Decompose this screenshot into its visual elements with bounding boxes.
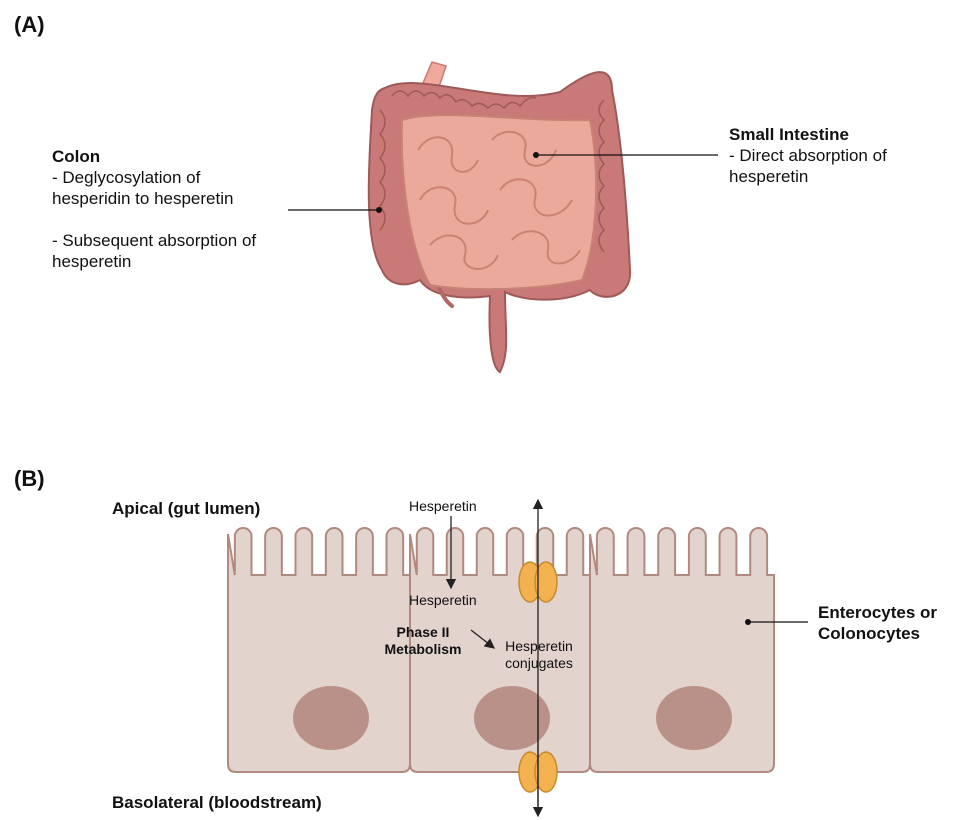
cell-type-line-1: Enterocytes or <box>818 602 937 623</box>
hesperetin-top-label: Hesperetin <box>409 498 477 515</box>
conjugates-line-1: Hesperetin <box>494 638 584 655</box>
apical-label: Apical (gut lumen) <box>112 498 260 519</box>
nucleus-3 <box>656 686 732 750</box>
small-intestine-line-1: - Direct absorption of <box>729 145 887 166</box>
colon-line-1: - Deglycosylation of <box>52 167 256 188</box>
colon-line-4: hesperetin <box>52 251 256 272</box>
intestine-illustration <box>369 62 630 372</box>
cell-type-label: Enterocytes or Colonocytes <box>818 602 937 644</box>
hesperetin-mid-label: Hesperetin <box>409 592 477 609</box>
conjugates-label: Hesperetin conjugates <box>494 638 584 672</box>
basolateral-label: Basolateral (bloodstream) <box>112 792 322 813</box>
phase-ii-label: Phase II Metabolism <box>378 624 468 658</box>
colon-title: Colon <box>52 146 256 167</box>
conjugates-line-2: conjugates <box>494 655 584 672</box>
colon-annotation: Colon - Deglycosylation of hesperidin to… <box>52 146 256 272</box>
nucleus-1 <box>293 686 369 750</box>
phase-ii-line-2: Metabolism <box>378 641 468 658</box>
small-intestine-annotation: Small Intestine - Direct absorption of h… <box>729 124 887 187</box>
phase-ii-line-1: Phase II <box>378 624 468 641</box>
colon-line-2: hesperidin to hesperetin <box>52 188 256 209</box>
small-intestine-shape <box>402 115 596 289</box>
colon-line-3: - Subsequent absorption of <box>52 230 256 251</box>
small-intestine-line-2: hesperetin <box>729 166 887 187</box>
cell-type-line-2: Colonocytes <box>818 623 937 644</box>
small-intestine-title: Small Intestine <box>729 124 887 145</box>
